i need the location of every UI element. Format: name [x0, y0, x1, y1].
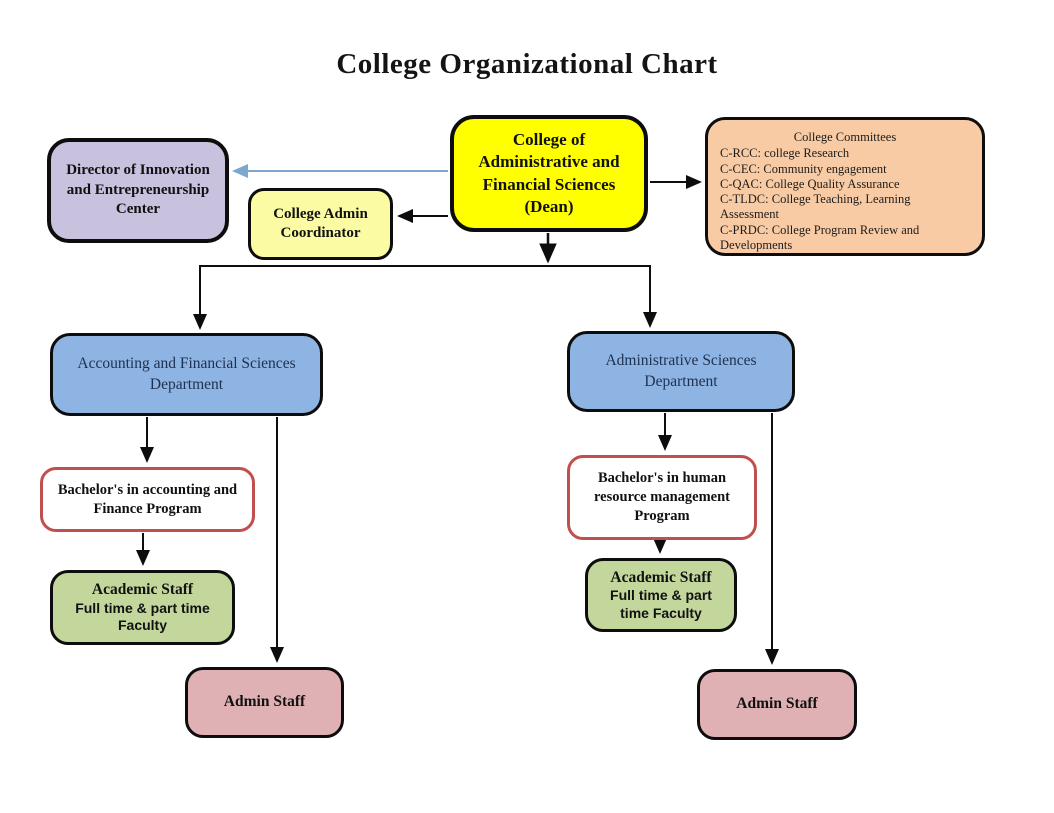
node-admin-staff-left: Admin Staff — [185, 667, 344, 738]
node-program-hr: Bachelor's in human resource management … — [567, 455, 757, 540]
page-title: College Organizational Chart — [336, 48, 718, 80]
node-admin-coordinator: College Admin Coordinator — [248, 188, 393, 260]
committees-title: College Committees — [793, 130, 897, 144]
node-dept-accounting-label: Accounting and Financial Sciences Depart… — [77, 355, 296, 393]
node-innovation-director: Director of Innovation and Entrepreneurs… — [47, 138, 229, 243]
node-admin-staff-right-label: Admin Staff — [736, 695, 818, 713]
node-academic-staff-right-subtitle: Full time & part time Faculty — [610, 587, 712, 621]
node-dept-accounting: Accounting and Financial Sciences Depart… — [50, 333, 323, 416]
node-dept-admin-sciences: Administrative Sciences Department — [567, 331, 795, 412]
committee-item: C-PRDC: College Program Review and Devel… — [720, 222, 920, 252]
node-academic-staff-right: Academic Staff Full time & part time Fac… — [585, 558, 737, 632]
committee-item: C-QAC: College Quality Assurance — [720, 176, 900, 191]
node-dean-label: College of Administrative and Financial … — [478, 130, 620, 216]
node-admin-coordinator-label: College Admin Coordinator — [273, 205, 368, 242]
node-program-hr-label: Bachelor's in human resource management … — [594, 470, 730, 524]
node-academic-staff-left-subtitle: Full time & part time Faculty — [75, 599, 210, 634]
node-program-accounting-label: Bachelor's in accounting and Finance Pro… — [57, 481, 238, 517]
node-admin-staff-right: Admin Staff — [697, 669, 857, 740]
node-admin-staff-left-label: Admin Staff — [223, 693, 306, 711]
node-program-accounting: Bachelor's in accounting and Finance Pro… — [40, 467, 255, 532]
node-academic-staff-left: Academic Staff Full time & part time Fac… — [50, 570, 235, 645]
node-dept-admin-sciences-label: Administrative Sciences Department — [605, 352, 757, 390]
node-academic-staff-right-title: Academic Staff — [610, 568, 712, 586]
committee-item: C-TLDC: College Teaching, Learning Asses… — [720, 192, 911, 222]
node-college-committees: College Committees C-RCC: college Resear… — [705, 117, 985, 256]
committee-item: C-RCC: college Research — [720, 146, 850, 161]
node-innovation-director-label: Director of Innovation and Entrepreneurs… — [66, 162, 210, 218]
node-academic-staff-left-title: Academic Staff — [91, 581, 194, 599]
committee-item: C-CEC: Community engagement — [720, 161, 887, 176]
node-dean: College of Administrative and Financial … — [450, 115, 648, 232]
